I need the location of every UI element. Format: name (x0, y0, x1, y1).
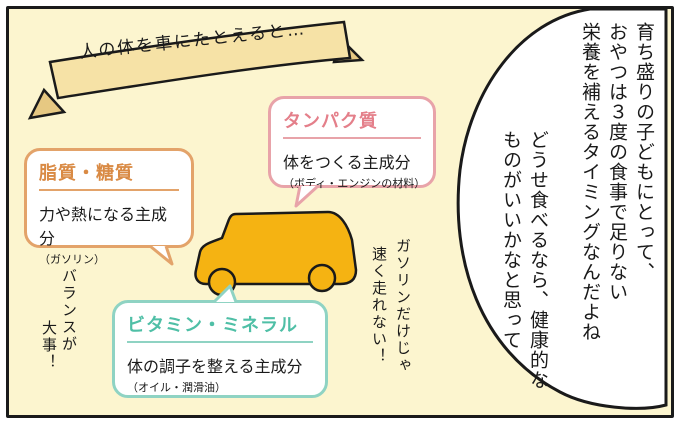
balance-note-col2: 大事！ (40, 320, 58, 371)
fat-main: 力や熱になる主成分 (39, 205, 168, 248)
vitamin-card: ビタミン・ミネラル 体の調子を整える主成分 （オイル・潤滑油） (112, 300, 328, 398)
protein-main: 体をつくる主成分 (283, 153, 411, 172)
vitamin-main: 体の調子を整える主成分 (127, 357, 303, 376)
vitamin-title: ビタミン・ミネラル (127, 315, 298, 336)
fat-sub: （ガソリン） (39, 253, 105, 266)
thought-text-col4: どうせ食べるなら、健康的な (527, 130, 549, 390)
thought-text-col3: 栄養を補えるタイミングなんだよね (579, 22, 601, 342)
protein-divider (283, 137, 421, 139)
vitamin-sub: （オイル・潤滑油） (127, 381, 226, 394)
balance-note-col1: バランスが (60, 268, 78, 353)
vitamin-divider (127, 341, 313, 343)
thought-text-col2: おやつは３度の食事で足りない (606, 22, 628, 302)
protein-card: タンパク質 体をつくる主成分 （ボディ・エンジンの材料） (268, 96, 436, 190)
thought-text-col5: ものがいいかなと思って (500, 130, 522, 350)
fat-title: 脂質・糖質 (39, 163, 134, 184)
fat-card: 脂質・糖質 力や熱になる主成分 （ガソリン） (24, 148, 194, 266)
gasoline-note-col2: 速く走れない！ (370, 246, 388, 365)
fat-divider (39, 189, 179, 191)
thought-text-col1: 育ち盛りの子どもにとって、 (633, 22, 655, 282)
protein-title: タンパク質 (283, 111, 378, 132)
gasoline-note-col1: ガソリンだけじゃ (394, 238, 412, 374)
